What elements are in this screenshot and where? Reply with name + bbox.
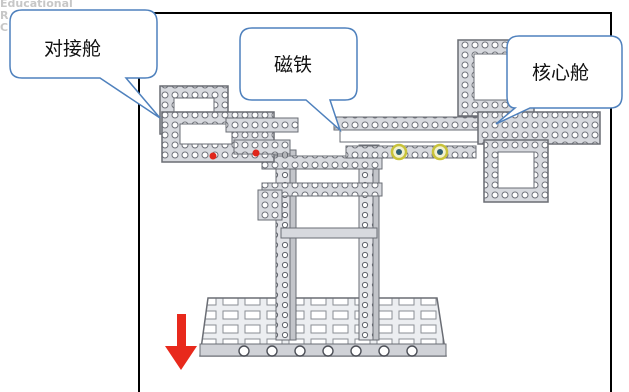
callout-docking-bubble [9,9,161,119]
watermark-line-3: C [0,21,9,34]
lego-model-illustration [9,9,623,370]
watermark-line-1: Educational [0,0,73,10]
base-plate [199,297,447,357]
core-module [457,39,601,203]
callout-magnet-bubble [239,27,358,133]
red-down-arrow [165,314,197,370]
callout-core-bubble [495,35,623,125]
callout-magnet-label: 磁铁 [274,54,313,76]
watermark: Educational R C [0,0,73,34]
image-frame [138,12,612,392]
docking-module [159,85,299,163]
watermark-line-2: R [0,9,9,22]
magnets [390,143,449,161]
callout-docking-label: 对接舱 [44,38,102,60]
support-columns [275,144,380,341]
callout-core-label: 核心舱 [532,62,590,84]
